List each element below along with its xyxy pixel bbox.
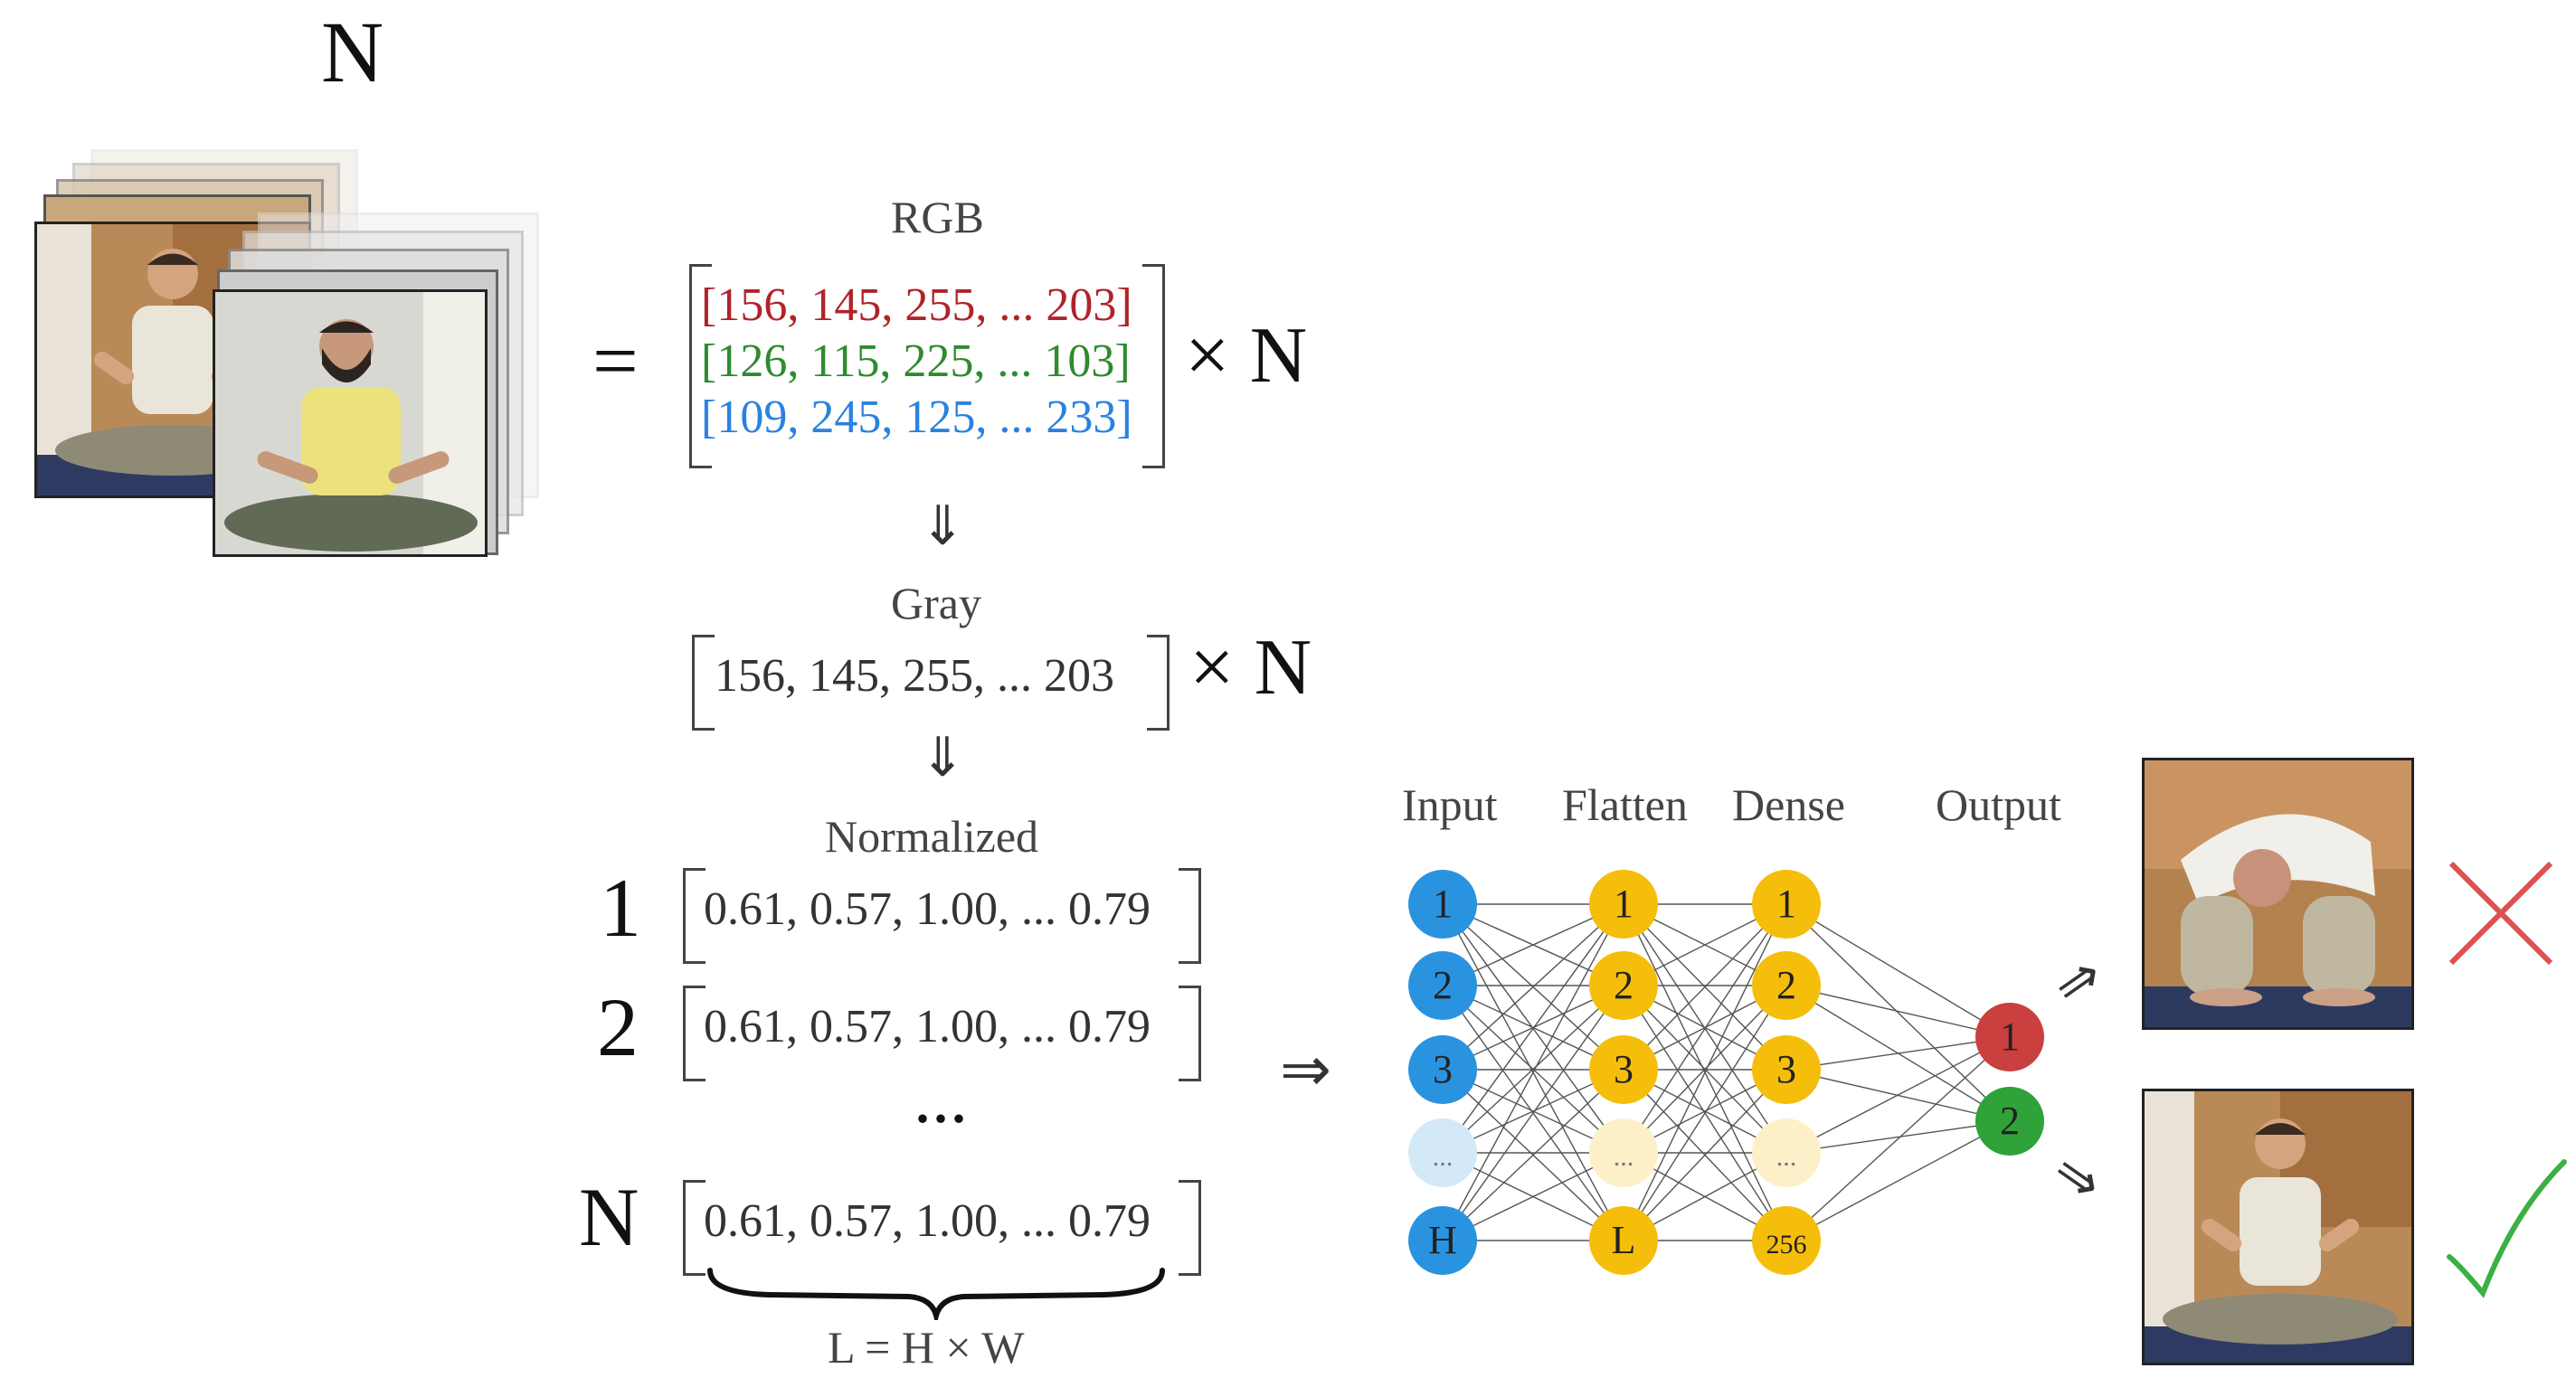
- normalized-row-1: 0.61, 0.57, 1.00, ... 0.79: [704, 883, 1151, 935]
- layer-1-node-4: L: [1589, 1206, 1658, 1275]
- normalized-label: Normalized: [825, 811, 1039, 862]
- gray-row: 156, 145, 255, ... 203: [715, 650, 1114, 702]
- layer-1-node-0-label: 1: [1614, 882, 1634, 926]
- gray-label: Gray: [891, 578, 981, 628]
- normalized-row-1-left-bracket: [683, 868, 706, 964]
- layer-2-node-1: 2: [1752, 951, 1821, 1020]
- network-connection: [1785, 985, 2011, 1038]
- layer-0-node-2-label: 3: [1433, 1047, 1453, 1091]
- normalized-index-n: N: [579, 1171, 639, 1263]
- network-connection: [1623, 903, 1787, 1241]
- normalized-row-1-right-bracket: [1179, 868, 1201, 964]
- output-node-0-label: 1: [2000, 1014, 2020, 1059]
- checkmark-icon: [2447, 1159, 2567, 1298]
- layer-1-node-1-label: 2: [1614, 963, 1634, 1007]
- layer-1-node-3-label: ...: [1614, 1142, 1634, 1172]
- rgb-row-blue: [109, 245, 125, ... 233]: [701, 392, 1132, 443]
- layer-2-node-3: ...: [1752, 1118, 1821, 1187]
- underbrace: [707, 1268, 1165, 1320]
- rgb-label: RGB: [891, 192, 984, 242]
- network-connection: [1785, 1036, 2011, 1154]
- person-frame-photo-2: [213, 289, 488, 557]
- layer-2-node-4-label: 256: [1766, 1230, 1807, 1260]
- network-connection: [1442, 903, 1624, 1071]
- normalized-row-2-left-bracket: [683, 986, 706, 1081]
- layer-1-node-1: 2: [1589, 951, 1658, 1020]
- layer-1-node-2-label: 3: [1614, 1047, 1634, 1091]
- layer-2-node-0: 1: [1752, 870, 1821, 939]
- network-connection: [1442, 903, 1624, 1241]
- layer-1-node-4-label: L: [1612, 1218, 1636, 1262]
- layer-label-output: Output: [1936, 779, 2061, 830]
- gray-left-bracket: [692, 635, 715, 731]
- equals-sign: =: [592, 316, 639, 406]
- layer-0-node-3-label: ...: [1433, 1142, 1454, 1172]
- network-connection: [1623, 985, 1787, 1241]
- gray-right-bracket: [1147, 635, 1170, 731]
- layer-2-node-1-label: 2: [1776, 963, 1796, 1007]
- network-connection: [1623, 985, 1787, 1154]
- layer-label-input: Input: [1402, 779, 1498, 830]
- layer-0-node-4: H: [1408, 1206, 1477, 1275]
- network-connection: [1623, 903, 1787, 1071]
- correct-pose-photo: [2142, 1089, 2414, 1365]
- normalized-row-n-left-bracket: [683, 1180, 706, 1276]
- wrong-pose-photo: [2142, 758, 2414, 1030]
- cross-icon: [2448, 861, 2553, 966]
- layer-2-node-3-label: ...: [1776, 1142, 1797, 1172]
- output-node-1: 2: [1975, 1087, 2044, 1156]
- layer-1-node-3: ...: [1589, 1118, 1658, 1187]
- down-arrow-2: ⇓: [920, 726, 966, 789]
- normalized-row-n: 0.61, 0.57, 1.00, ... 0.79: [704, 1195, 1151, 1247]
- network-connection: [1785, 1036, 2011, 1071]
- network-connection: [1785, 1120, 2011, 1154]
- layer-1-node-2: 3: [1589, 1035, 1658, 1104]
- normalized-index-1: 1: [600, 862, 641, 954]
- network-connection: [1785, 903, 2011, 1122]
- output-node-0: 1: [1975, 1003, 2044, 1071]
- network-connection: [1442, 985, 1624, 1241]
- down-arrow-1: ⇓: [920, 495, 966, 558]
- network-connection: [1442, 1069, 1624, 1241]
- normalized-row-2: 0.61, 0.57, 1.00, ... 0.79: [704, 1001, 1151, 1052]
- network-connection: [1785, 903, 2011, 1038]
- rgb-left-bracket: [689, 264, 712, 468]
- neural-network: 1 2 3... H 1 2 3... L 1 2 3... 256 1 2: [1408, 870, 2044, 1275]
- network-connection: [1785, 1036, 2011, 1241]
- layer-0-node-3: ...: [1408, 1118, 1477, 1187]
- length-formula: L = H × W: [828, 1322, 1025, 1373]
- network-connections: [1442, 903, 2011, 1241]
- gray-times-n: × N: [1189, 624, 1312, 712]
- network-connection: [1623, 903, 1787, 1154]
- layer-0-node-0: 1: [1408, 870, 1477, 939]
- layer-label-dense: Dense: [1732, 779, 1845, 830]
- layer-2-node-0-label: 1: [1776, 882, 1796, 926]
- layer-0-node-2: 3: [1408, 1035, 1477, 1104]
- right-arrow-to-network: ⇒: [1280, 1034, 1331, 1106]
- rgb-right-bracket: [1142, 264, 1165, 468]
- layer-2-node-2-label: 3: [1776, 1047, 1796, 1091]
- layer-label-flatten: Flatten: [1562, 779, 1688, 830]
- frame-count-label: N: [321, 4, 384, 100]
- layer-2-node-2: 3: [1752, 1035, 1821, 1104]
- normalized-ellipsis: ...: [914, 1059, 968, 1138]
- layer-0-node-1-label: 2: [1433, 963, 1453, 1007]
- normalized-row-2-right-bracket: [1179, 986, 1201, 1081]
- rgb-times-n: × N: [1185, 312, 1308, 400]
- network-connection: [1442, 903, 1624, 1154]
- layer-1-node-0: 1: [1589, 870, 1658, 939]
- network-connection: [1785, 1120, 2011, 1241]
- rgb-row-red: [156, 145, 255, ... 203]: [701, 279, 1132, 331]
- output-node-1-label: 2: [2000, 1099, 2020, 1143]
- network-connection: [1623, 1069, 1787, 1241]
- normalized-row-n-right-bracket: [1179, 1180, 1201, 1276]
- normalized-index-2: 2: [597, 981, 639, 1073]
- layer-0-node-4-label: H: [1428, 1218, 1457, 1262]
- layer-0-node-1: 2: [1408, 951, 1477, 1020]
- layer-2-node-4: 256: [1752, 1206, 1821, 1275]
- network-connection: [1442, 985, 1624, 1154]
- layer-0-node-0-label: 1: [1433, 882, 1453, 926]
- rgb-row-green: [126, 115, 225, ... 103]: [701, 335, 1131, 387]
